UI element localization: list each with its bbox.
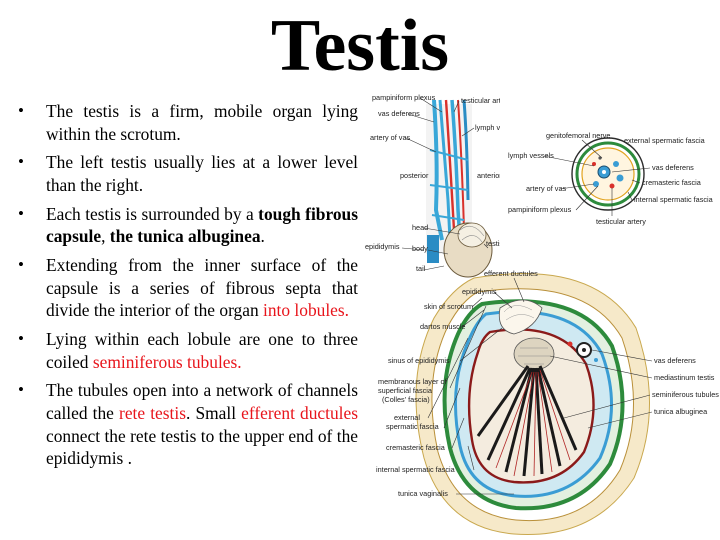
bullet-item: Extending from the inner surface of the … <box>14 254 358 322</box>
artery <box>444 99 456 231</box>
leader-lines <box>427 277 653 495</box>
label-lymph-vessels: lymph vessels <box>475 123 500 132</box>
artery <box>457 99 465 231</box>
label-seminiferous-tubules: seminiferous tubules <box>652 390 719 399</box>
label-head: head <box>412 223 428 232</box>
vein-section <box>593 181 599 187</box>
septum <box>537 371 553 473</box>
tubule <box>534 367 544 475</box>
tubule <box>476 365 530 437</box>
highlight-term: into lobules. <box>263 300 350 321</box>
bold-term: the tunica albuginea <box>109 226 261 247</box>
septa <box>495 369 571 477</box>
vessel <box>432 99 444 241</box>
label-cremasteric-fascia: cremasteric fascia <box>386 443 446 452</box>
septum <box>539 369 571 461</box>
label-epididymis: epididymis <box>462 287 497 296</box>
label-testis: testis <box>486 239 500 248</box>
tubule <box>504 367 534 473</box>
highlight-term: rete testis <box>119 403 186 424</box>
vas-lumen <box>602 170 606 174</box>
septum <box>513 371 535 477</box>
bullet-item: The left testis usually lies at a lower … <box>14 151 358 196</box>
label-dartos-muscle: dartos muscle <box>420 322 465 331</box>
bullet-item: Lying within each lobule are one to thre… <box>14 328 358 373</box>
label-tunica-albuginea: tunica albuginea <box>654 407 708 416</box>
vessel <box>429 149 469 221</box>
label-tunica-vaginalis: tunica vaginalis <box>398 489 448 498</box>
highlight-term: seminiferous tubules. <box>92 351 242 372</box>
label-vas-deferens: vas deferens <box>378 109 420 118</box>
label-genitofemoral-nerve: genitofemoral nerve <box>546 131 611 140</box>
highlight-term: efferent ductules <box>241 403 358 424</box>
leader-lines <box>543 139 651 216</box>
label-testicular-artery: testicular artery <box>461 96 500 105</box>
bullet-item: The tubules open into a network of chann… <box>14 379 358 469</box>
label-sinus-of-epididymis: sinus of epididymis <box>388 356 450 365</box>
label-external-spermatic-fascia: external <box>394 413 420 422</box>
epididymis-coils <box>503 305 535 321</box>
label-testicular-artery: testicular artery <box>596 217 646 226</box>
label-external-spermatic-fascia: spermatic fascia <box>386 422 440 431</box>
bullet-item: Each testis is surrounded by a tough fib… <box>14 203 358 248</box>
label-artery-of-vas: artery of vas <box>526 184 566 193</box>
rete-detail <box>518 347 550 365</box>
tubule <box>536 367 562 467</box>
coil-detail <box>459 225 485 243</box>
tubule <box>522 367 536 477</box>
label-anterior: anterior <box>477 171 500 180</box>
label-internal-spermatic-fascia: internal spermatic fascia <box>376 465 456 474</box>
label-skin-of-scrotum: skin of scrotum <box>424 302 473 311</box>
vein-section <box>594 358 598 362</box>
vas-segment <box>427 235 439 263</box>
label-lymph-vessels: lymph vessels <box>508 151 554 160</box>
tubule <box>486 367 532 461</box>
label-artery-of-vas: artery of vas <box>370 133 410 142</box>
artery-section <box>592 162 596 166</box>
bold-term: tough fibrous capsule <box>46 203 358 247</box>
artery-section <box>609 183 615 189</box>
label-posterior: posterior <box>400 171 429 180</box>
epididymis-head <box>457 222 487 248</box>
spermatic-cord-illustration: pampiniform plexus testicular artery vas… <box>365 93 500 278</box>
bullet-item: The testis is a firm, mobile organ lying… <box>14 100 358 145</box>
label-vas-deferens: vas deferens <box>652 163 694 172</box>
label-vas-deferens: vas deferens <box>654 356 696 365</box>
tubule <box>538 365 578 451</box>
epididymis <box>498 299 543 335</box>
testis-cross-section: efferent ductules epididymis skin of scr… <box>376 269 719 536</box>
label-mediastinum-testis: mediastinum testis <box>654 373 715 382</box>
label-pampiniform-plexus: pampiniform plexus <box>508 205 572 214</box>
label-tail: tail <box>416 264 426 273</box>
artery-section <box>567 341 573 347</box>
vein-section <box>616 174 624 182</box>
label-cremasteric-fascia: cremasteric fascia <box>642 178 702 187</box>
label-external-spermatic-fascia: external spermatic fascia <box>624 136 706 145</box>
leader-lines <box>401 97 489 271</box>
label-body: body <box>412 244 428 253</box>
label-pampiniform-plexus: pampiniform plexus <box>372 93 436 102</box>
label-internal-spermatic-fascia: internal spermatic fascia <box>634 195 714 204</box>
label-membranous-layer: (Colles' fascia) <box>382 395 430 404</box>
label-membranous-layer: superficial fascia <box>378 386 433 395</box>
label-epididymis: epididymis <box>365 242 400 251</box>
vessel <box>462 99 470 201</box>
vas-lumen <box>582 348 586 352</box>
vein-section <box>613 161 619 167</box>
cord-cross-section: genitofemoral nerve external spermatic f… <box>508 131 714 226</box>
septum <box>495 371 533 469</box>
label-efferent-ductules: efferent ductules <box>484 269 538 278</box>
label-membranous-layer: membranous layer of <box>378 377 448 386</box>
slide-title: Testis <box>270 5 450 87</box>
rete-testis <box>513 337 555 371</box>
septum <box>533 371 537 477</box>
bullet-list: The testis is a firm, mobile organ lying… <box>14 100 358 476</box>
seminiferous-tubules <box>476 365 578 477</box>
